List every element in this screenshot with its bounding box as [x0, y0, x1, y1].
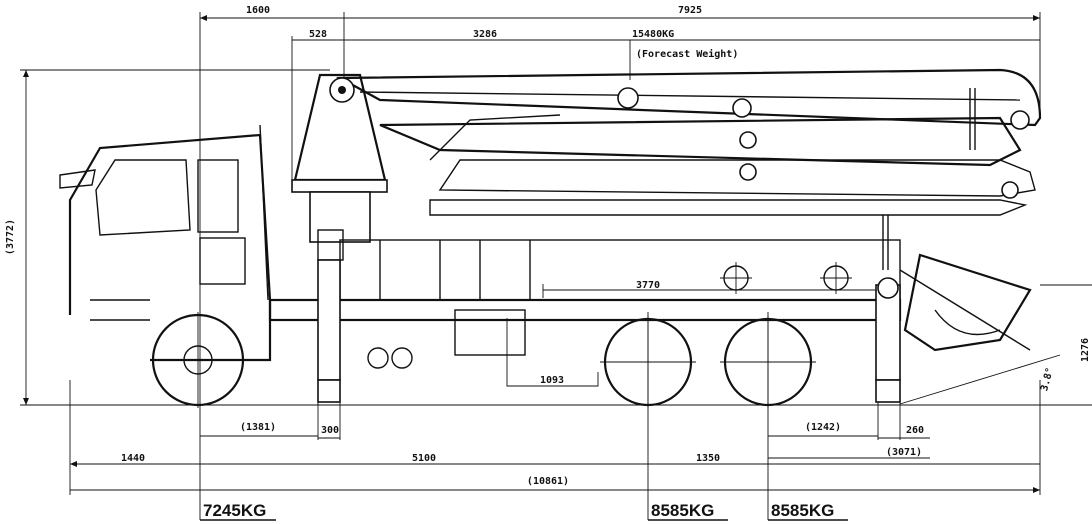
chassis — [268, 239, 902, 403]
dim-3071: (3071) — [886, 447, 922, 458]
dim-528: 528 — [309, 29, 327, 40]
hopper — [899, 253, 1032, 352]
dim-angle: 3.8° — [1039, 366, 1056, 392]
dim-top-overall: 7925 — [678, 5, 702, 16]
dim-3770: 3770 — [636, 280, 660, 291]
cab — [59, 124, 272, 362]
dim-300: 300 — [321, 425, 339, 436]
dim-1350: 1350 — [696, 453, 720, 464]
dim-height-left: (3772) — [5, 219, 16, 255]
dim-top-left: 1600 — [246, 5, 270, 16]
dimension-labels: 1600 7925 528 3286 15480KG (Forecast Wei… — [5, 5, 1091, 487]
axle-load-rear: 8585KG — [771, 501, 834, 520]
dim-1242: (1242) — [805, 422, 841, 433]
dim-5100: 5100 — [412, 453, 436, 464]
forecast-weight-value: 15480KG — [632, 29, 674, 40]
forecast-weight-label: (Forecast Weight) — [636, 48, 738, 60]
axle-load-middle: 8585KG — [651, 501, 714, 520]
turret — [291, 73, 388, 261]
dim-3286: 3286 — [473, 29, 497, 40]
dim-1381: (1381) — [240, 422, 276, 433]
dim-260: 260 — [906, 425, 924, 436]
dimension-lines — [20, 12, 1092, 521]
dim-right-1276: 1276 — [1080, 338, 1091, 362]
dim-1093: 1093 — [540, 375, 564, 386]
axle-loads: 7245KG 8585KG 8585KG — [203, 501, 834, 520]
axle-load-front: 7245KG — [203, 501, 266, 520]
dim-overall: (10861) — [527, 476, 569, 487]
wheels — [150, 312, 816, 408]
boom — [335, 68, 1042, 270]
dim-1440: 1440 — [121, 453, 145, 464]
